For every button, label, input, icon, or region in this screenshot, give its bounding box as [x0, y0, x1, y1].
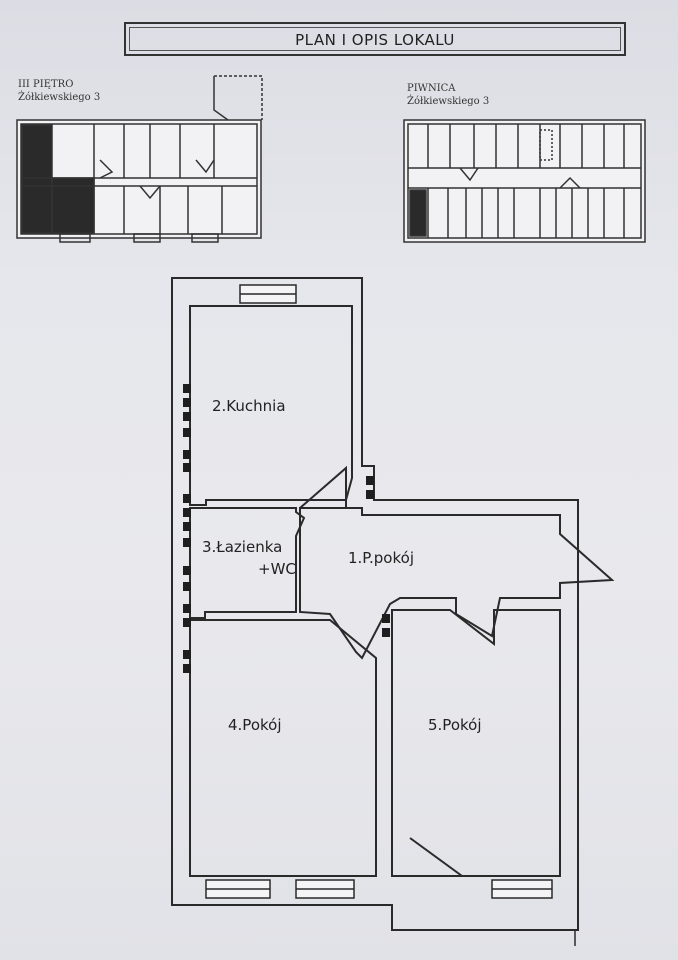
basement-building-plan — [403, 119, 646, 243]
windows — [205, 284, 553, 899]
left-plan-floor: III PIĘTRO — [18, 79, 74, 90]
right-plan-caption: PIWNICA Żółkiewskiego 3 — [407, 82, 489, 108]
hall-label: 1.P.pokój — [348, 549, 414, 567]
left-plan-address: Żółkiewskiego 3 — [18, 92, 101, 103]
room5-label: 5.Pokój — [428, 716, 482, 734]
room4-wall — [189, 619, 377, 877]
page-title: PLAN I OPIS LOKALU — [295, 31, 455, 49]
wall-blocks — [183, 384, 390, 673]
outer-wall — [171, 277, 579, 931]
room5-door-swing — [409, 837, 466, 877]
bathroom-label-line2: +WC — [258, 560, 296, 578]
hall-wall — [299, 507, 615, 660]
bathroom-label-line1: 3.Łazienka — [202, 538, 283, 556]
kitchen-wall — [189, 305, 353, 506]
hall-door-swing — [299, 465, 347, 509]
kitchen-label: 2.Kuchnia — [212, 397, 286, 415]
room5-wall — [391, 609, 561, 877]
third-floor-building-plan — [16, 75, 263, 243]
room4-label: 4.Pokój — [228, 716, 282, 734]
left-plan-caption: III PIĘTRO Żółkiewskiego 3 — [18, 78, 100, 104]
apartment-floor-plan — [171, 277, 615, 931]
bathroom-wall — [189, 507, 306, 619]
right-plan-floor: PIWNICA — [407, 83, 456, 94]
right-plan-address: Żółkiewskiego 3 — [407, 96, 490, 107]
title-frame: PLAN I OPIS LOKALU — [124, 22, 626, 56]
